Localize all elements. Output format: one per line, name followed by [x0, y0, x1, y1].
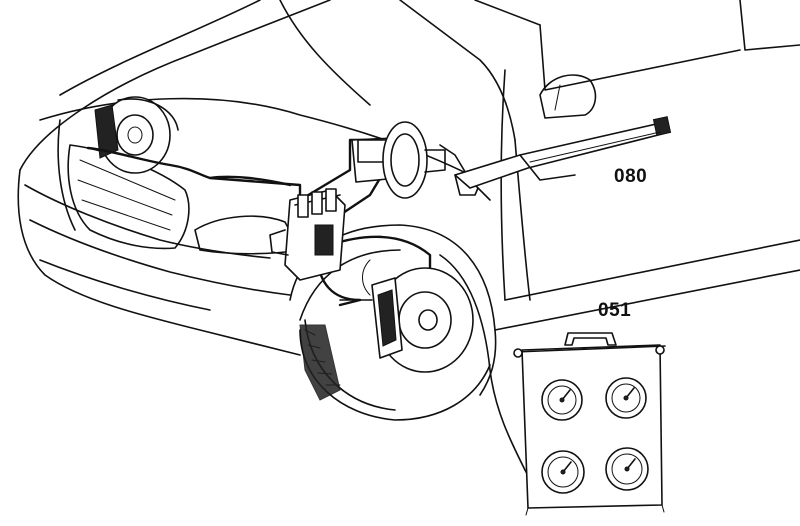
pressure-tester-case — [513, 332, 666, 516]
gauge-bottom-left — [541, 450, 585, 494]
abs-hydraulic-unit — [269, 188, 346, 281]
pedal-depressor-tool — [454, 116, 672, 196]
gauge-top-right — [605, 377, 647, 419]
callout-label-080: 080 — [614, 166, 648, 187]
front-wheel — [299, 267, 491, 421]
gauge-top-left — [541, 379, 583, 421]
brake-booster — [351, 121, 491, 201]
callout-label-051: 051 — [598, 300, 632, 321]
left-brake-disc — [94, 96, 179, 174]
gauge-bottom-right — [605, 447, 649, 491]
